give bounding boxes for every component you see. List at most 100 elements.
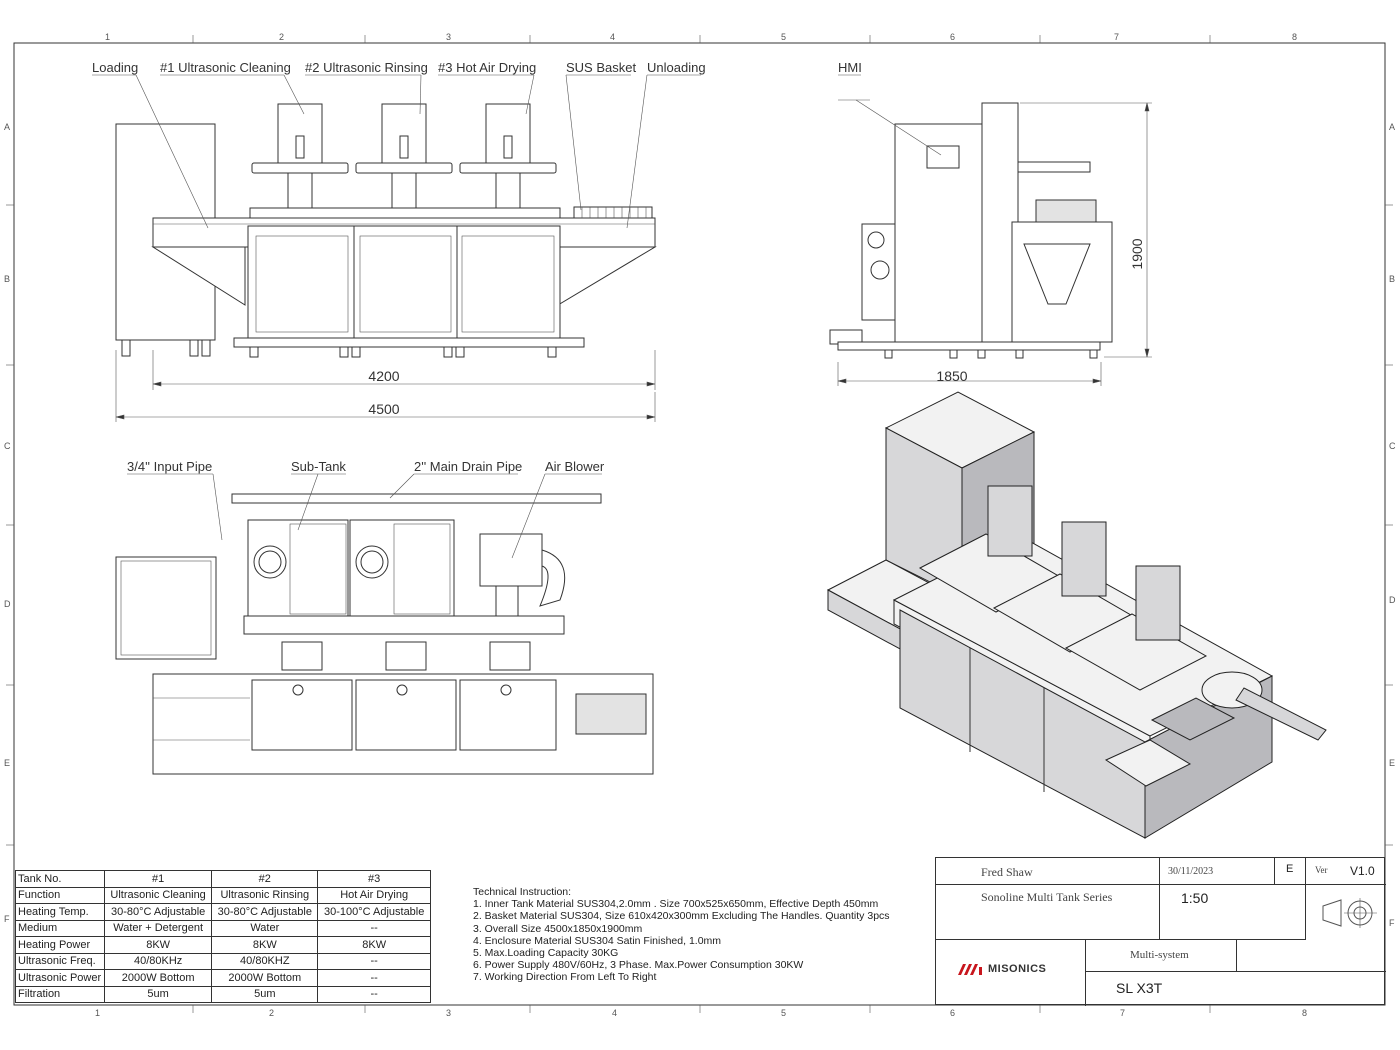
- dim-1850: 1850: [936, 368, 967, 384]
- zone-row-e-right: E: [1389, 758, 1395, 768]
- zone-row-f: F: [4, 914, 10, 924]
- zone-row-e: E: [4, 758, 10, 768]
- table-cell: Ultrasonic Rinsing: [211, 886, 319, 904]
- zone-col-2: 2: [279, 32, 284, 42]
- zone-ticks: [6, 35, 1393, 1013]
- table-cell: --: [317, 985, 431, 1003]
- table-cell: Heating Power: [15, 936, 105, 954]
- version-label: Ver: [1315, 865, 1328, 875]
- side-view: HMI 1850 1900: [829, 60, 1152, 386]
- table-cell: 5um: [211, 985, 319, 1003]
- zone-col-5: 5: [781, 32, 786, 42]
- projection-symbol-icon: [1322, 898, 1377, 928]
- hmi-screen: [926, 145, 960, 169]
- table-cell: --: [317, 919, 431, 937]
- zone-col-5-bottom: 5: [781, 1008, 786, 1018]
- zone-col-6: 6: [950, 32, 955, 42]
- zone-col-8: 8: [1292, 32, 1297, 42]
- side-dimensions: [837, 102, 1152, 386]
- zone-col-4: 4: [610, 32, 615, 42]
- header-cell: #2: [211, 870, 319, 888]
- tank-body: [247, 225, 561, 339]
- table-cell: 2000W Bottom: [103, 969, 213, 987]
- technical-line: 6. Power Supply 480V/60Hz, 3 Phase. Max.…: [473, 959, 804, 972]
- table-cell: 8KW: [103, 936, 213, 954]
- zone-labels-bottom: 1 2 3 4 5 6 7 8: [95, 1008, 1307, 1018]
- zone-col-3-bottom: 3: [446, 1008, 451, 1018]
- front-view-leaders: [92, 74, 701, 229]
- tank-lids: [251, 103, 557, 209]
- callout-air-blower: Air Blower: [545, 459, 605, 474]
- zone-row-a: A: [4, 122, 10, 132]
- table-row: Ultrasonic Power 2000W Bottom 2000W Bott…: [15, 969, 431, 987]
- zone-col-4-bottom: 4: [612, 1008, 617, 1018]
- unloading-hopper: [557, 246, 657, 306]
- table-cell: Ultrasonic Freq.: [15, 952, 105, 970]
- table-cell: 30-80°C Adjustable: [103, 903, 213, 921]
- series-name: Sonoline Multi Tank Series: [981, 890, 1113, 904]
- callout-ultrasonic-cleaning: #1 Ultrasonic Cleaning: [160, 60, 291, 75]
- zone-row-f-right: F: [1389, 918, 1395, 928]
- dim-4500: 4500: [368, 401, 399, 417]
- header-cell: Tank No.: [15, 870, 105, 888]
- air-blower: [479, 533, 543, 587]
- zone-col-7-bottom: 7: [1120, 1008, 1125, 1018]
- table-cell: Ultrasonic Cleaning: [103, 886, 213, 904]
- table-cell: Filtration: [15, 985, 105, 1003]
- main-drain-pipe: [231, 493, 602, 504]
- zone-col-3: 3: [446, 32, 451, 42]
- zone-col-1-bottom: 1: [95, 1008, 100, 1018]
- technical-instructions: Technical Instruction: 1. Inner Tank Mat…: [473, 886, 890, 984]
- table-cell: Medium: [15, 919, 105, 937]
- table-row: Heating Temp. 30-80°C Adjustable 30-80°C…: [15, 903, 431, 921]
- technical-line: 4. Enclosure Material SUS304 Satin Finis…: [473, 934, 722, 947]
- callout-hot-air-drying: #3 Hot Air Drying: [438, 60, 536, 75]
- designer-name: Fred Shaw: [981, 865, 1033, 879]
- callout-sub-tank: Sub-Tank: [291, 459, 346, 474]
- technical-line: 1. Inner Tank Material SUS304,2.0mm . Si…: [473, 898, 879, 911]
- sub-tank-2: [349, 519, 455, 617]
- header-cell: #3: [317, 870, 431, 888]
- table-cell: --: [317, 969, 431, 987]
- table-cell: 30-100°C Adjustable: [317, 903, 431, 921]
- loading-hopper: [151, 246, 246, 306]
- table-cell: Function: [15, 886, 105, 904]
- rear-basket: [575, 693, 647, 735]
- model-number: SL X3T: [1116, 980, 1163, 996]
- sub-tank-1: [247, 519, 349, 617]
- table-cell: Water: [211, 919, 319, 937]
- table-row: Filtration 5um 5um --: [15, 985, 431, 1003]
- rear-view-leaders: [127, 473, 602, 559]
- title-block: Fred Shaw 30/11/2023 E Ver V1.0 Sonoline…: [935, 857, 1386, 1006]
- table-row: Medium Water + Detergent Water --: [15, 919, 431, 937]
- technical-line: 5. Max.Loading Capacity 30KG: [473, 947, 619, 960]
- iso-basket: [1150, 697, 1236, 741]
- sheet-size: E: [1286, 863, 1294, 875]
- table-cell: 5um: [103, 985, 213, 1003]
- callout-ultrasonic-rinsing: #2 Ultrasonic Rinsing: [305, 60, 428, 75]
- zone-col-7: 7: [1114, 32, 1119, 42]
- callout-unloading: Unloading: [647, 60, 706, 75]
- table-cell: 8KW: [211, 936, 319, 954]
- zone-labels-top: 1 2 3 4 5 6 7 8: [105, 32, 1297, 42]
- zone-row-d: D: [4, 599, 11, 609]
- technical-line: 2. Basket Material SUS304, Size 610x420x…: [473, 910, 890, 923]
- table-header: Tank No. #1 #2 #3: [15, 870, 431, 888]
- technical-line: 3. Overall Size 4500x1850x1900mm: [473, 922, 643, 935]
- callout-main-drain-pipe: 2'' Main Drain Pipe: [414, 459, 522, 474]
- zone-row-c-right: C: [1389, 441, 1396, 451]
- zone-col-1: 1: [105, 32, 110, 42]
- technical-title: Technical Instruction:: [473, 886, 572, 898]
- zone-row-c: C: [4, 441, 11, 451]
- table-cell: --: [317, 952, 431, 970]
- front-view: Loading #1 Ultrasonic Cleaning #2 Ultras…: [92, 60, 706, 422]
- callout-hmi: HMI: [838, 60, 862, 75]
- sus-basket: [573, 206, 653, 219]
- zone-row-d-right: D: [1389, 595, 1396, 605]
- header-cell: #1: [103, 870, 213, 888]
- isometric-view: [826, 391, 1327, 839]
- table-row: Ultrasonic Freq. 40/80KHz 40/80KHZ --: [15, 952, 431, 970]
- zone-labels-left: A B C D E F: [4, 122, 11, 924]
- rear-view: 3/4'' Input Pipe Sub-Tank 2'' Main Drain…: [115, 459, 654, 775]
- table-cell: Ultrasonic Power: [15, 969, 105, 987]
